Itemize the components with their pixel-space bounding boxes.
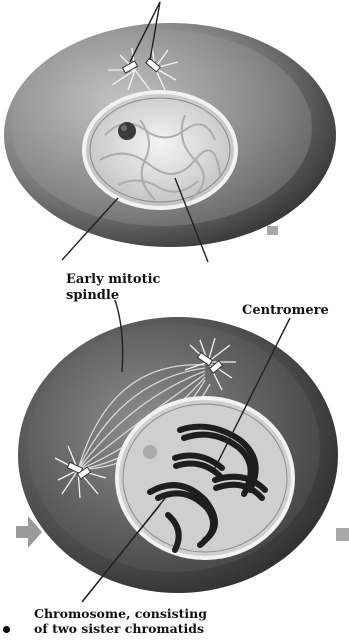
small-square-icon bbox=[267, 226, 278, 235]
small-square-icon bbox=[336, 528, 349, 541]
centromere-label: Centromere bbox=[242, 303, 329, 319]
prophase-cell bbox=[4, 2, 336, 262]
label-line: Chromosome, consisting bbox=[34, 606, 334, 621]
nucleolus bbox=[118, 122, 136, 140]
prometaphase-cell bbox=[16, 300, 349, 602]
label-line: of two sister chromatids bbox=[34, 621, 334, 636]
label-line: spindle bbox=[66, 288, 186, 304]
chromosome-label: Chromosome, consisting of two sister chr… bbox=[34, 606, 334, 636]
label-line: Early mitotic bbox=[66, 272, 186, 288]
nucleus-bottom bbox=[117, 398, 293, 558]
early-mitotic-spindle-label: Early mitotic spindle bbox=[66, 272, 186, 304]
bullet-icon bbox=[3, 626, 10, 633]
nucleus-top bbox=[84, 92, 236, 208]
